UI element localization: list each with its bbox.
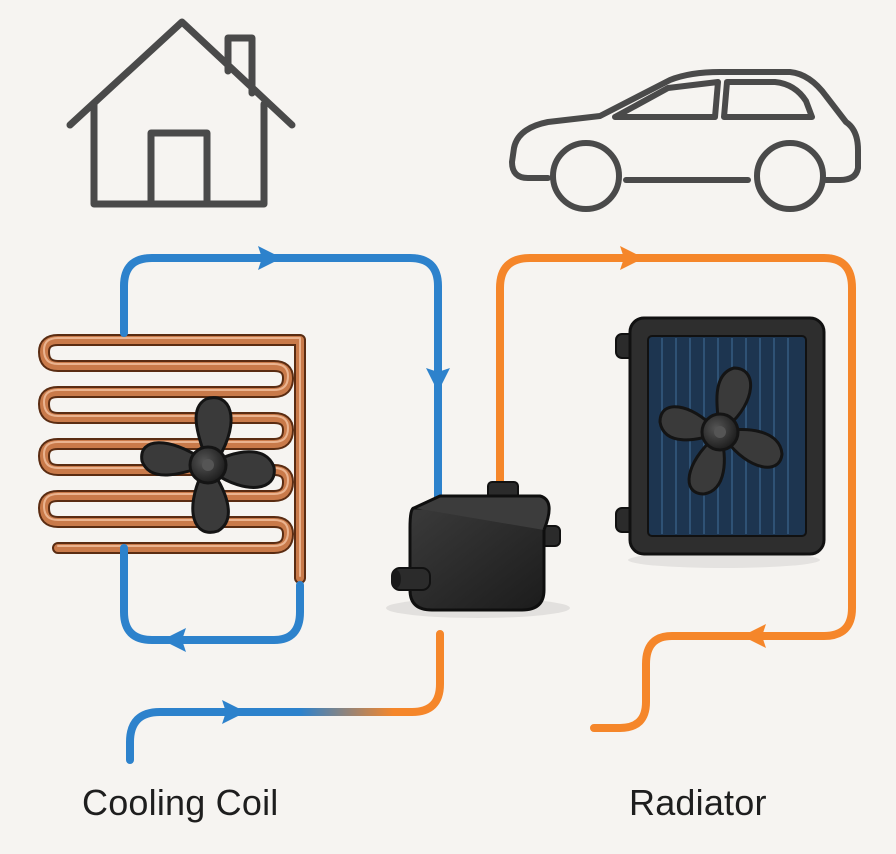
pump-icon (386, 481, 570, 618)
copper-coil (38, 334, 306, 584)
radiator-label: Radiator (629, 782, 767, 823)
hot-loop-arrows (620, 246, 766, 648)
house-icon (66, 18, 296, 208)
cooling-coil-label: Cooling Coil (82, 782, 279, 823)
return-pipe (126, 630, 444, 764)
return-arrow (222, 700, 246, 724)
hot-loop-pipe (496, 254, 856, 732)
cool-loop-arrows (162, 246, 450, 652)
fan-icon (140, 396, 276, 534)
car-icon (509, 69, 861, 212)
fan-icon (658, 366, 784, 496)
